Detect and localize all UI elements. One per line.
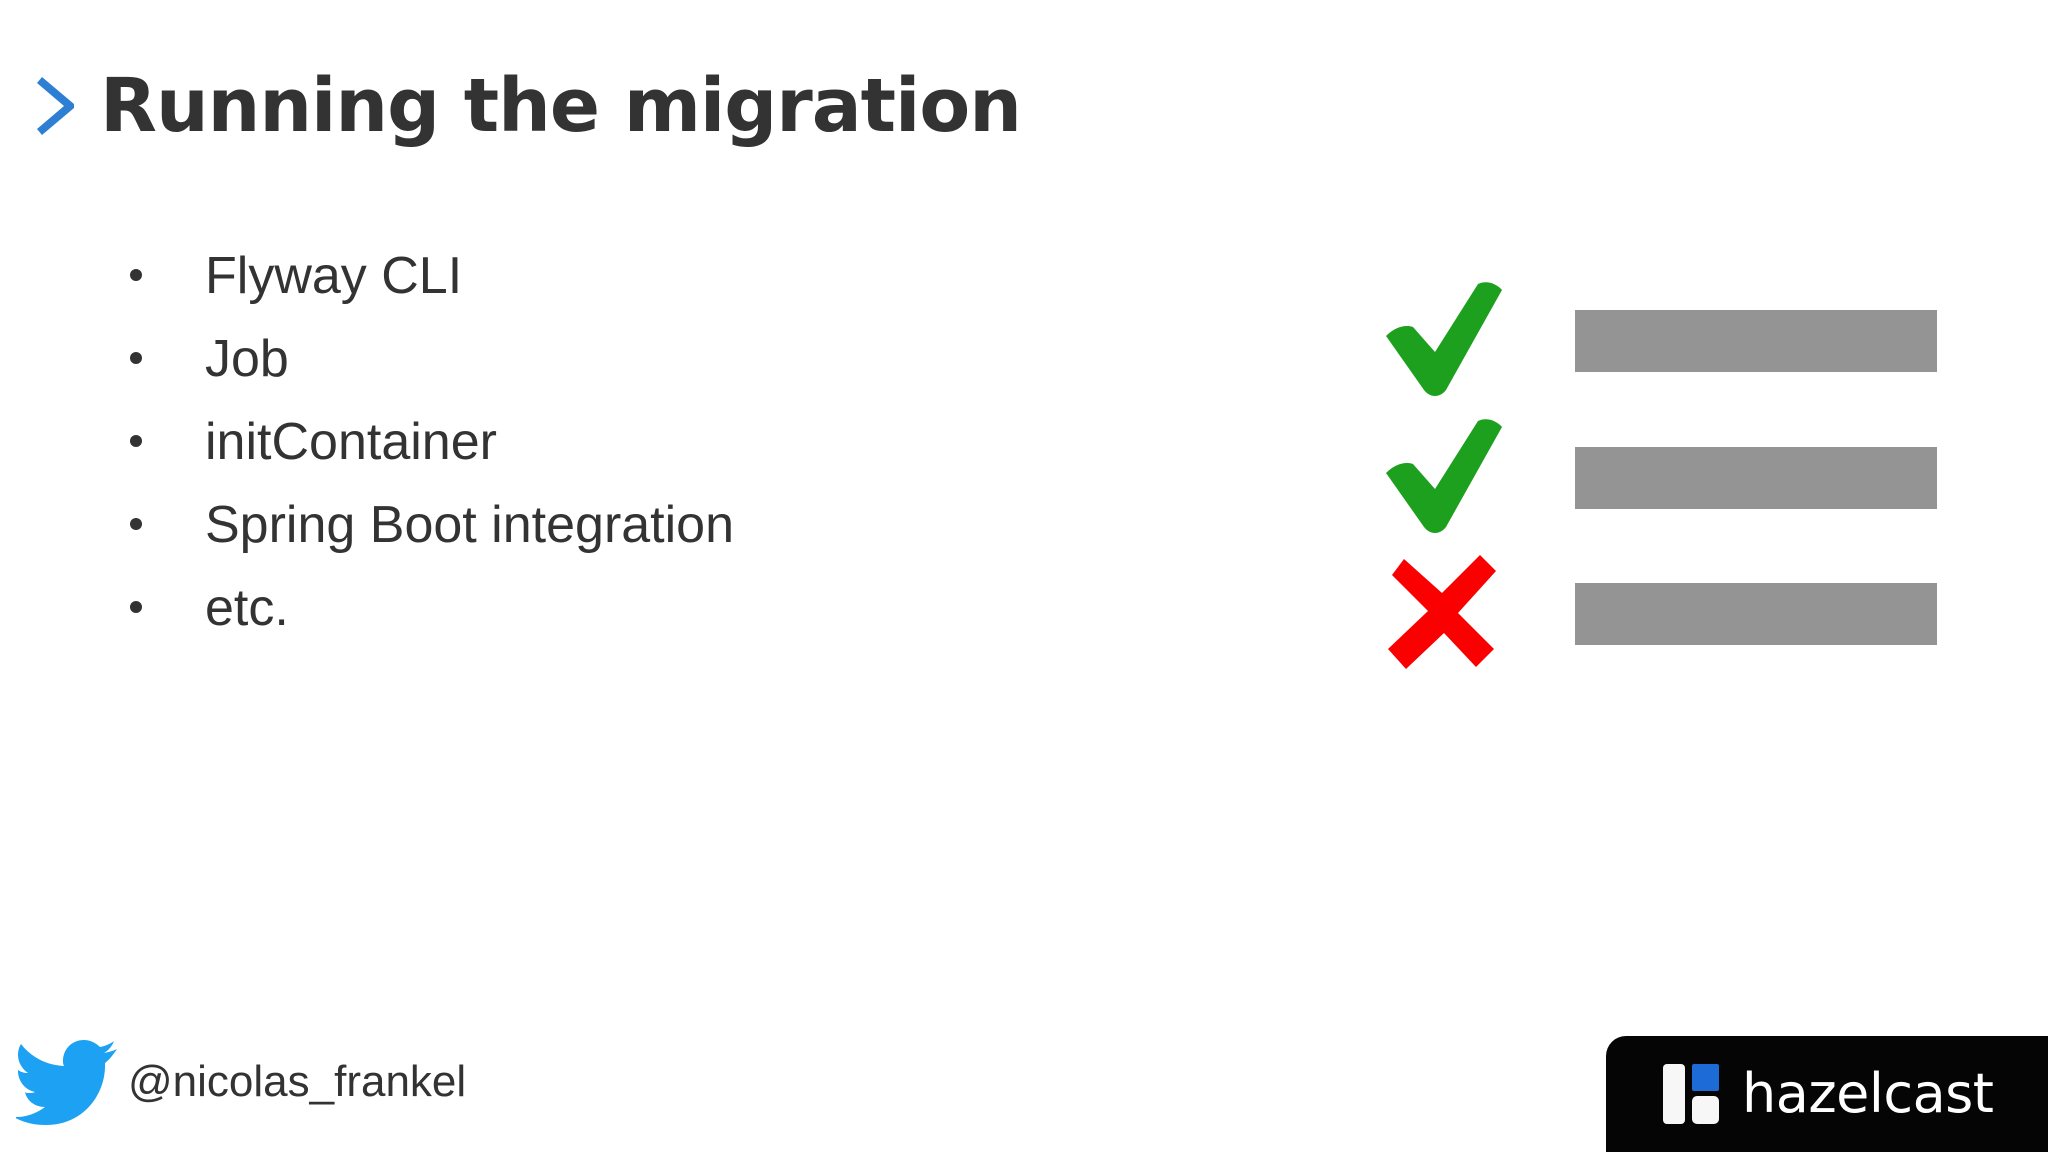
list-item: initContainer [130, 402, 1230, 485]
cross-mark-icon [1388, 555, 1496, 669]
placeholder-bar [1575, 447, 1937, 509]
bullet-dot-icon [130, 601, 142, 613]
bullet-dot-icon [130, 352, 142, 364]
bullet-dot-icon [130, 269, 142, 281]
checklist-row [1370, 553, 1970, 673]
list-item: Flyway CLI [130, 236, 1230, 319]
check-mark-icon [1386, 282, 1502, 396]
list-item: Job [130, 319, 1230, 402]
list-item-label: Flyway CLI [205, 247, 463, 305]
twitter-handle: @nicolas_frankel [16, 1032, 466, 1132]
check-mark-icon [1386, 419, 1502, 533]
hazelcast-logo-icon [1663, 1064, 1719, 1124]
slide-title: Running the migration [36, 56, 1022, 156]
checklist-row [1370, 280, 1970, 400]
page-title: Running the migration [100, 63, 1022, 149]
brand-badge: hazelcast [1606, 1036, 2048, 1152]
placeholder-bar [1575, 583, 1937, 645]
twitter-bird-icon [16, 1040, 117, 1125]
list-item-label: Job [205, 330, 289, 388]
list-item-label: etc. [205, 579, 289, 637]
placeholder-bar [1575, 310, 1937, 372]
checklist-row [1370, 417, 1970, 537]
list-item-label: initContainer [205, 413, 497, 471]
list-item-label: Spring Boot integration [205, 496, 735, 554]
list-item: Spring Boot integration [130, 485, 1230, 568]
bullet-dot-icon [130, 518, 142, 530]
twitter-handle-label: @nicolas_frankel [128, 1057, 467, 1106]
brand-name-label: hazelcast [1742, 1062, 1994, 1125]
bullet-list: Flyway CLI Job initContainer Spring Boot… [130, 236, 1230, 651]
bullet-dot-icon [130, 435, 142, 447]
list-item: etc. [130, 568, 1230, 651]
checklist-graphic [1370, 280, 1970, 680]
chevron-right-icon [37, 77, 74, 135]
